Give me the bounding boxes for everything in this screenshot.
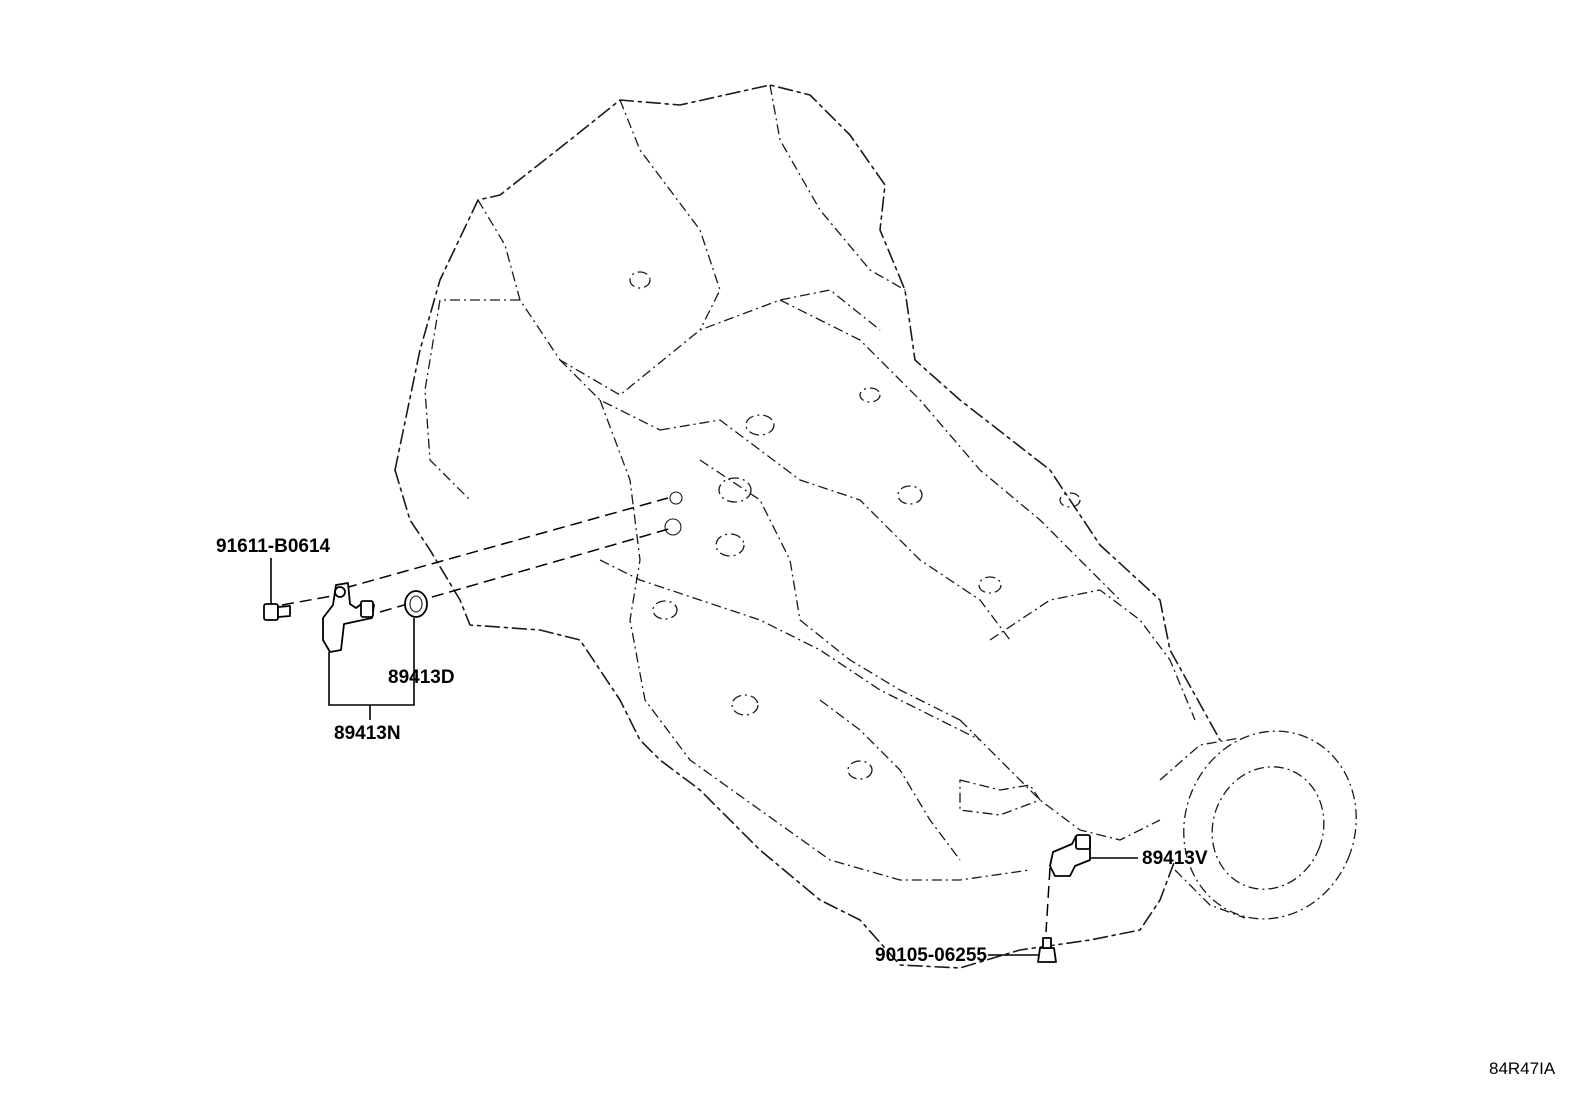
bolt-upper bbox=[263, 603, 291, 621]
callout-bolt-upper: 91611-B0614 bbox=[216, 536, 331, 557]
installation-leaders bbox=[281, 497, 1051, 933]
figure-id: 84R47IA bbox=[1489, 1059, 1556, 1078]
speed-sensor-right bbox=[1049, 834, 1091, 877]
callout-o-ring: 89413D bbox=[388, 667, 455, 688]
callout-sensor-right: 89413V bbox=[1142, 848, 1208, 869]
transmission-housing bbox=[394, 84, 1357, 969]
bolt-lower bbox=[1037, 937, 1057, 963]
callout-bolt-lower: 90105-06255 bbox=[875, 945, 987, 966]
o-ring bbox=[404, 590, 428, 618]
callout-sensor-left: 89413N bbox=[334, 723, 401, 744]
speed-sensor-left bbox=[322, 582, 375, 653]
callout-leaders bbox=[270, 558, 1138, 956]
